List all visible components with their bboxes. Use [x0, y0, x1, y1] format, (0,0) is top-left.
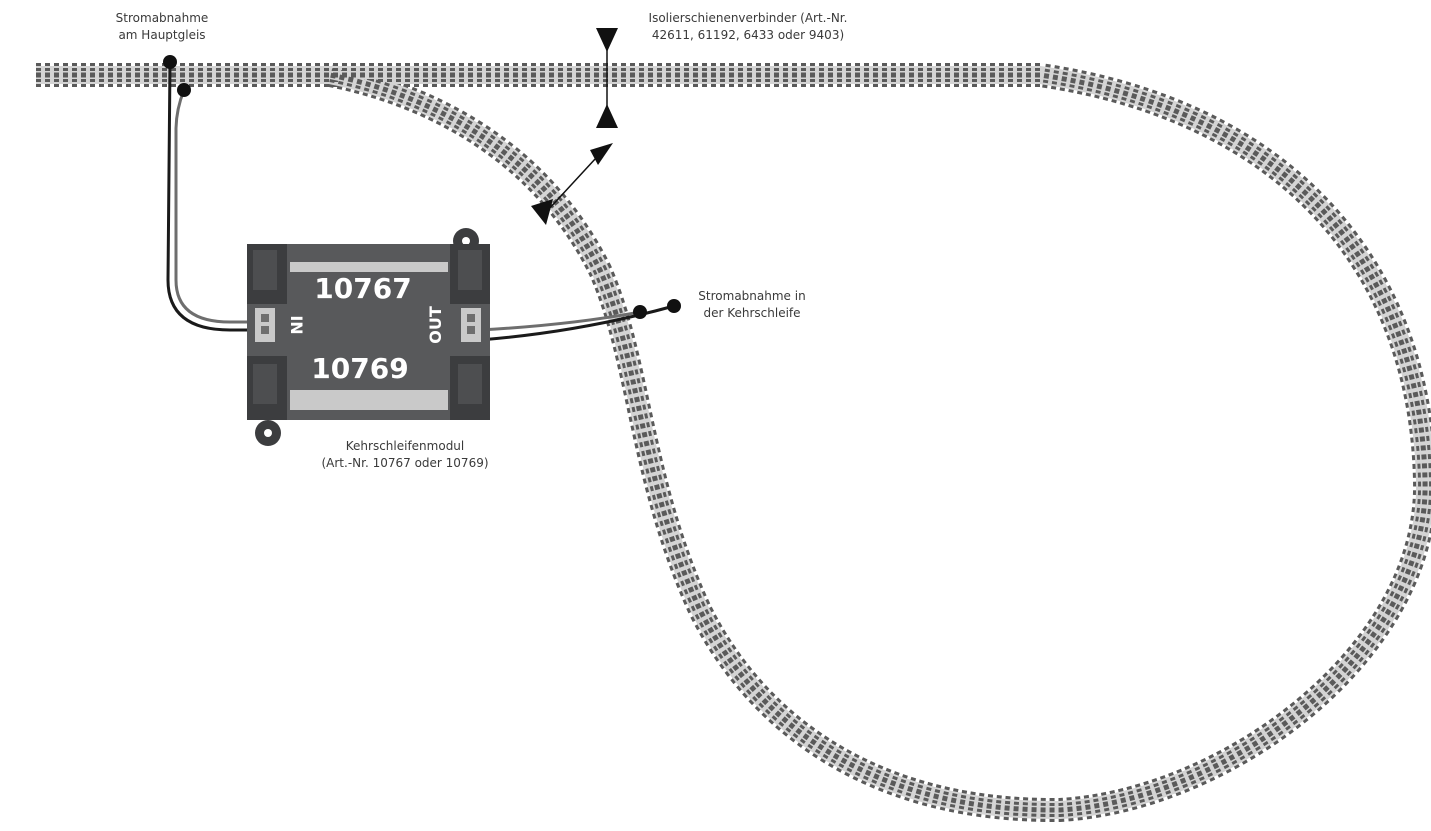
label-insulating-connector-line-1: Isolierschienenverbinder (Art.-Nr.: [648, 11, 848, 25]
isolation-marker-main: [596, 28, 618, 128]
reversing-loop-module: 10767 10769 IN OUT: [247, 228, 490, 446]
label-loop-pickup: Stromabnahme in der Kehrschleife: [692, 288, 812, 322]
feed-point-loop-2: [667, 299, 681, 313]
label-insulating-connector-line-2: 42611, 61192, 6433 oder 9403): [651, 28, 845, 42]
wire-black-in: [166, 61, 258, 332]
label-loop-pickup-line-2: der Kehrschleife: [703, 306, 801, 320]
port-out-connector: [461, 308, 481, 342]
triangle-marker-icon: [596, 104, 618, 128]
wire-black-out: [479, 304, 675, 342]
module-number-bottom: 10769: [311, 352, 408, 385]
wire-grey-in: [174, 89, 258, 324]
track-rail-gap: [36, 75, 1425, 810]
label-main-track-pickup-line-2: am Hauptgleis: [118, 28, 206, 42]
label-main-track-pickup: Stromabnahme am Hauptgleis: [112, 10, 212, 44]
track-sleepers: [36, 75, 1425, 810]
feed-point-loop-1: [633, 305, 647, 319]
triangle-marker-icon: [596, 28, 618, 52]
label-loop-pickup-line-1: Stromabnahme in: [698, 289, 806, 303]
track-rail-outer: [36, 75, 1425, 810]
track-rail-inner: [36, 75, 1425, 810]
label-main-track-pickup-line-1: Stromabnahme: [115, 11, 209, 25]
track-bed: [36, 75, 1425, 810]
feed-point-main-2: [177, 83, 191, 97]
port-in-label: IN: [287, 315, 306, 334]
port-out-label: OUT: [426, 306, 445, 344]
wire-grey-out: [479, 310, 641, 332]
triangle-marker-icon: [531, 199, 553, 225]
label-module-line-2: (Art.-Nr. 10767 oder 10769): [321, 456, 489, 470]
label-insulating-connector: Isolierschienenverbinder (Art.-Nr. 42611…: [628, 10, 868, 44]
module-number-top: 10767: [314, 272, 411, 305]
label-module-line-1: Kehrschleifenmodul: [345, 439, 465, 453]
isolation-marker-loop: [531, 143, 613, 225]
label-module: Kehrschleifenmodul (Art.-Nr. 10767 oder …: [300, 438, 510, 472]
port-in-connector: [255, 308, 275, 342]
triangle-marker-icon: [590, 143, 613, 165]
feed-point-main-1: [163, 55, 177, 69]
